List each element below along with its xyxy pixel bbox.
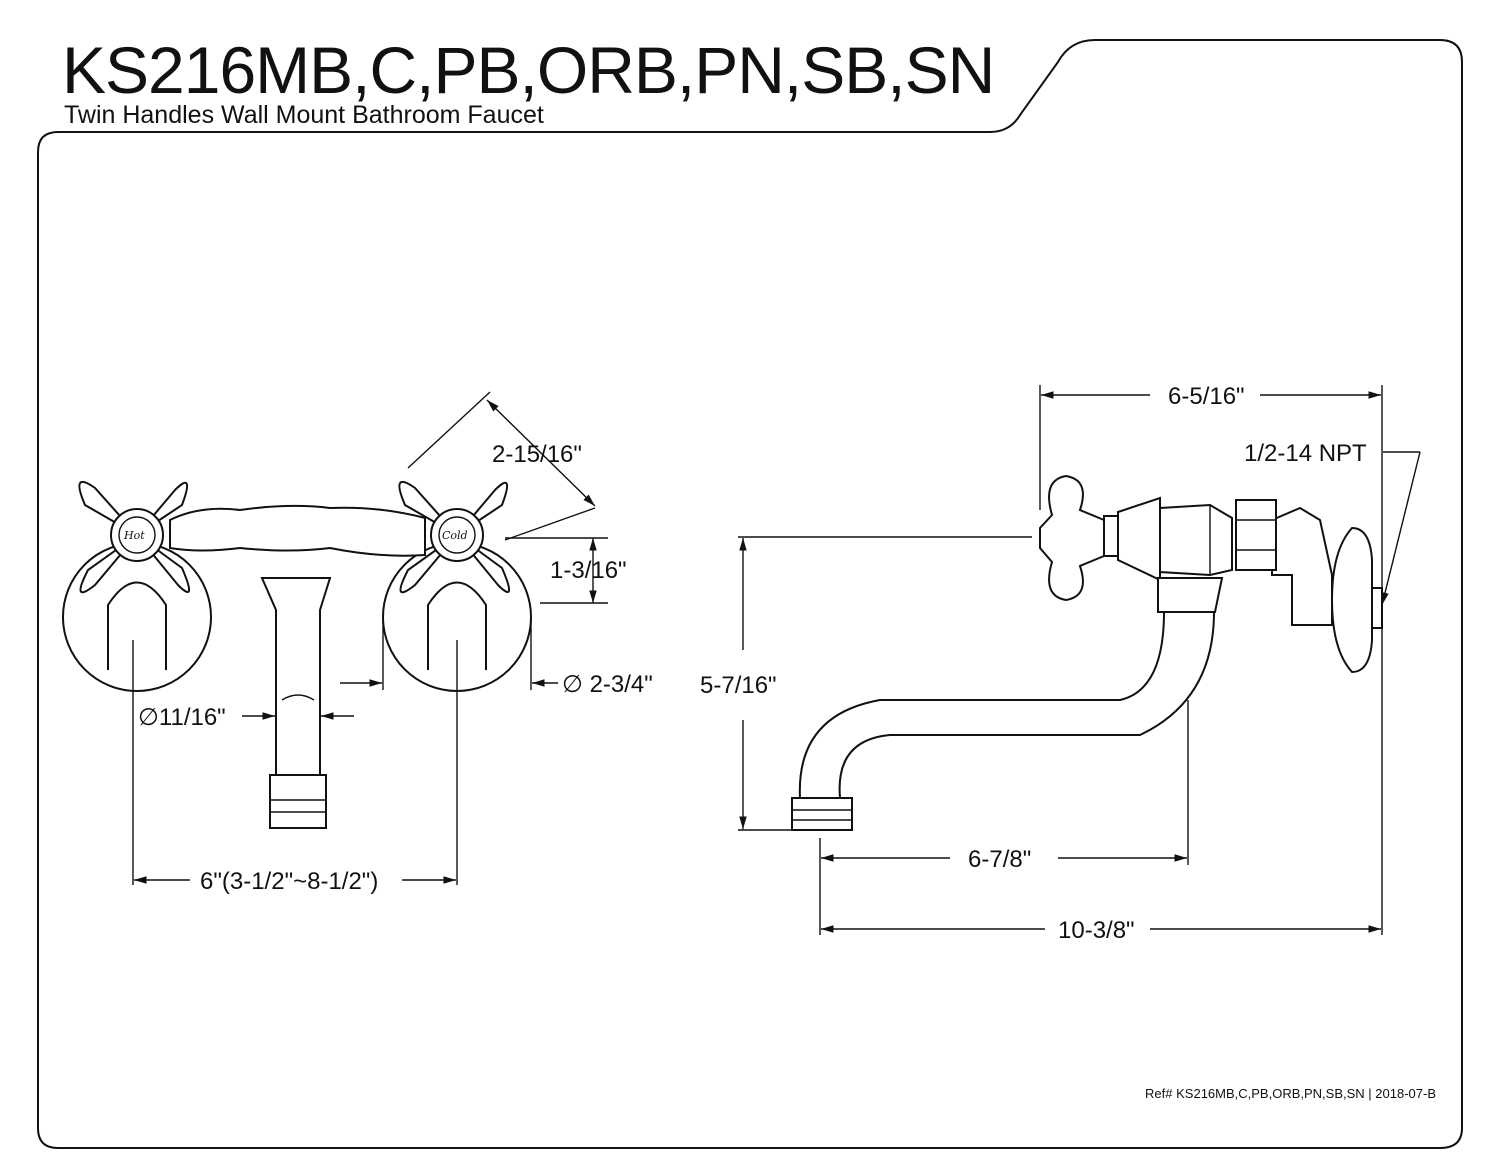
page-title: KS216MB,C,PB,ORB,PN,SB,SN xyxy=(62,33,994,107)
dim-handle-diag: 2-15/16" xyxy=(492,441,582,468)
side-spout xyxy=(798,611,1216,799)
dim-handle-height: 1-3/16" xyxy=(550,557,627,584)
page-subtitle: Twin Handles Wall Mount Bathroom Faucet xyxy=(64,101,544,129)
dim-thread: 1/2-14 NPT xyxy=(1244,440,1367,467)
drawing-frame xyxy=(37,39,1463,1149)
dim-total-length: 10-3/8" xyxy=(1058,917,1135,944)
side-spout-connector xyxy=(1157,577,1224,613)
hot-label: Hot xyxy=(123,529,145,542)
side-spout-tip xyxy=(791,797,853,831)
faucet-body xyxy=(169,504,426,557)
footer-ref: Ref# KS216MB,C,PB,ORB,PN,SB,SN | 2018-07… xyxy=(1145,1086,1436,1101)
dim-spout-dia: ∅11/16" xyxy=(138,704,226,731)
wall-flange xyxy=(1330,526,1373,674)
dim-spout-reach: 6-7/8" xyxy=(968,846,1031,873)
dim-center-spread: 6"(3-1/2"~8-1/2") xyxy=(200,868,378,895)
hex-nut xyxy=(1235,499,1277,571)
dim-top-length: 6-5/16" xyxy=(1168,383,1245,410)
spout xyxy=(260,577,332,776)
hot-handle: Hot xyxy=(78,480,190,594)
dim-height: 5-7/16" xyxy=(700,672,777,699)
side-view: 6-5/16" 1/2-14 NPT 5-7/16" 6-7/8" 10-3/8… xyxy=(700,383,1421,944)
front-view: Hot Cold 2-15/16" 1-3/16" ∅ 2-3/4" xyxy=(62,391,653,895)
dim-flange-dia: ∅ 2-3/4" xyxy=(562,671,653,698)
spout-tip xyxy=(269,774,327,829)
cold-label: Cold xyxy=(442,529,468,542)
side-handle xyxy=(1039,474,1105,602)
